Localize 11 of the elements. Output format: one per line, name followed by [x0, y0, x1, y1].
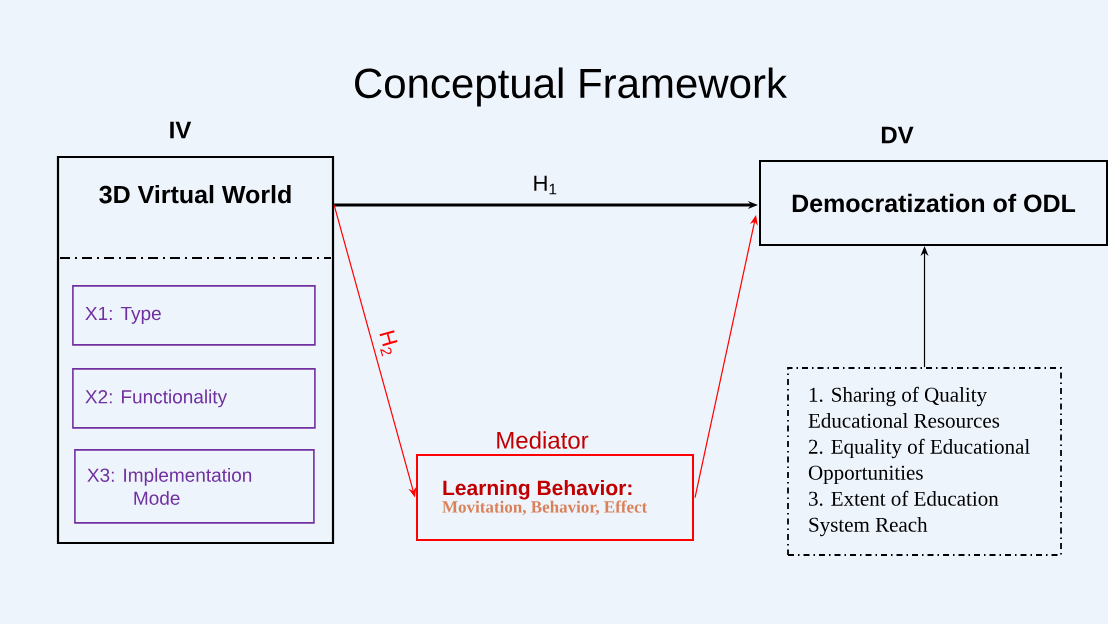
indicator-box: 1. Sharing of Quality Educational Resources 2. Equality of Educational Opportunities 3. Extent of Education System Reach [787, 367, 1062, 556]
variable-label: DV [881, 126, 914, 144]
dimension-box: X1: Type [72, 285, 316, 346]
dimension-box: X3: Implementation Mode [74, 449, 315, 524]
mediator-box: Learning Behavior: Movitation, Behavior, Effect [416, 454, 694, 541]
variable-box: Democratization of ODL [759, 160, 1108, 246]
title: Conceptual Framework [355, 67, 788, 107]
dimension-box: X2: Functionality [72, 368, 316, 429]
variable-label: Mediator [497, 431, 589, 449]
edge-label: H$_{2}$ [374, 327, 402, 359]
variable-label: IV [170, 121, 192, 139]
